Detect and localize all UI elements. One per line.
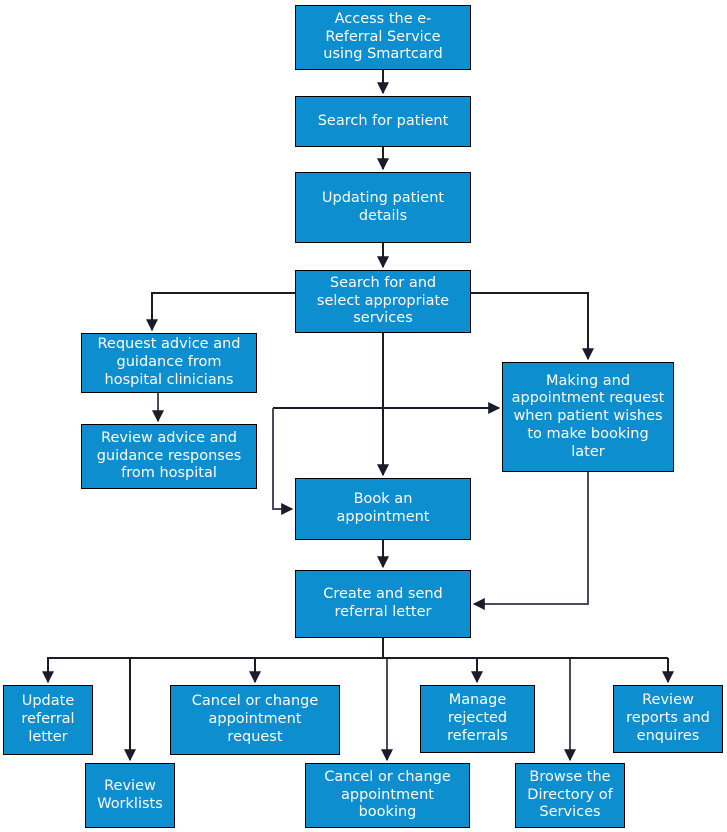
node-updating-patient-details[interactable]: Updating patient details bbox=[295, 172, 471, 243]
edge-letter-to-update-referral-letter bbox=[42, 638, 384, 684]
node-review-advice-guidance[interactable]: Review advice and guidance responses fro… bbox=[81, 424, 257, 489]
edge-making-request-to-create-letter bbox=[472, 472, 589, 610]
node-search-patient[interactable]: Search for patient bbox=[295, 96, 471, 147]
node-manage-rejected-referrals[interactable]: Manage rejected referrals bbox=[420, 685, 535, 753]
node-browse-directory-services[interactable]: Browse the Directory of Services bbox=[515, 763, 625, 828]
node-review-worklists[interactable]: Review Worklists bbox=[85, 763, 175, 828]
node-cancel-change-appointment-request[interactable]: Cancel or change appointment request bbox=[170, 685, 340, 755]
node-search-select-services[interactable]: Search for and select appropriate servic… bbox=[295, 270, 471, 333]
edge-services-to-request-advice bbox=[146, 292, 295, 332]
node-cancel-change-appointment-booking[interactable]: Cancel or change appointment booking bbox=[305, 763, 470, 828]
node-create-send-referral-letter[interactable]: Create and send referral letter bbox=[295, 570, 471, 638]
edge-branch-to-book-appointment bbox=[272, 408, 294, 515]
edge-services-to-making-request bbox=[471, 292, 594, 361]
node-making-appointment-request[interactable]: Making and appointment request when pati… bbox=[502, 362, 674, 472]
node-request-advice-guidance[interactable]: Request advice and guidance from hospita… bbox=[81, 333, 257, 393]
node-access-service[interactable]: Access the e- Referral Service using Sma… bbox=[295, 5, 471, 70]
node-update-referral-letter[interactable]: Update referral letter bbox=[3, 685, 93, 755]
node-review-reports-enquires[interactable]: Review reports and enquires bbox=[613, 685, 723, 753]
node-book-appointment[interactable]: Book an appointment bbox=[295, 478, 471, 540]
